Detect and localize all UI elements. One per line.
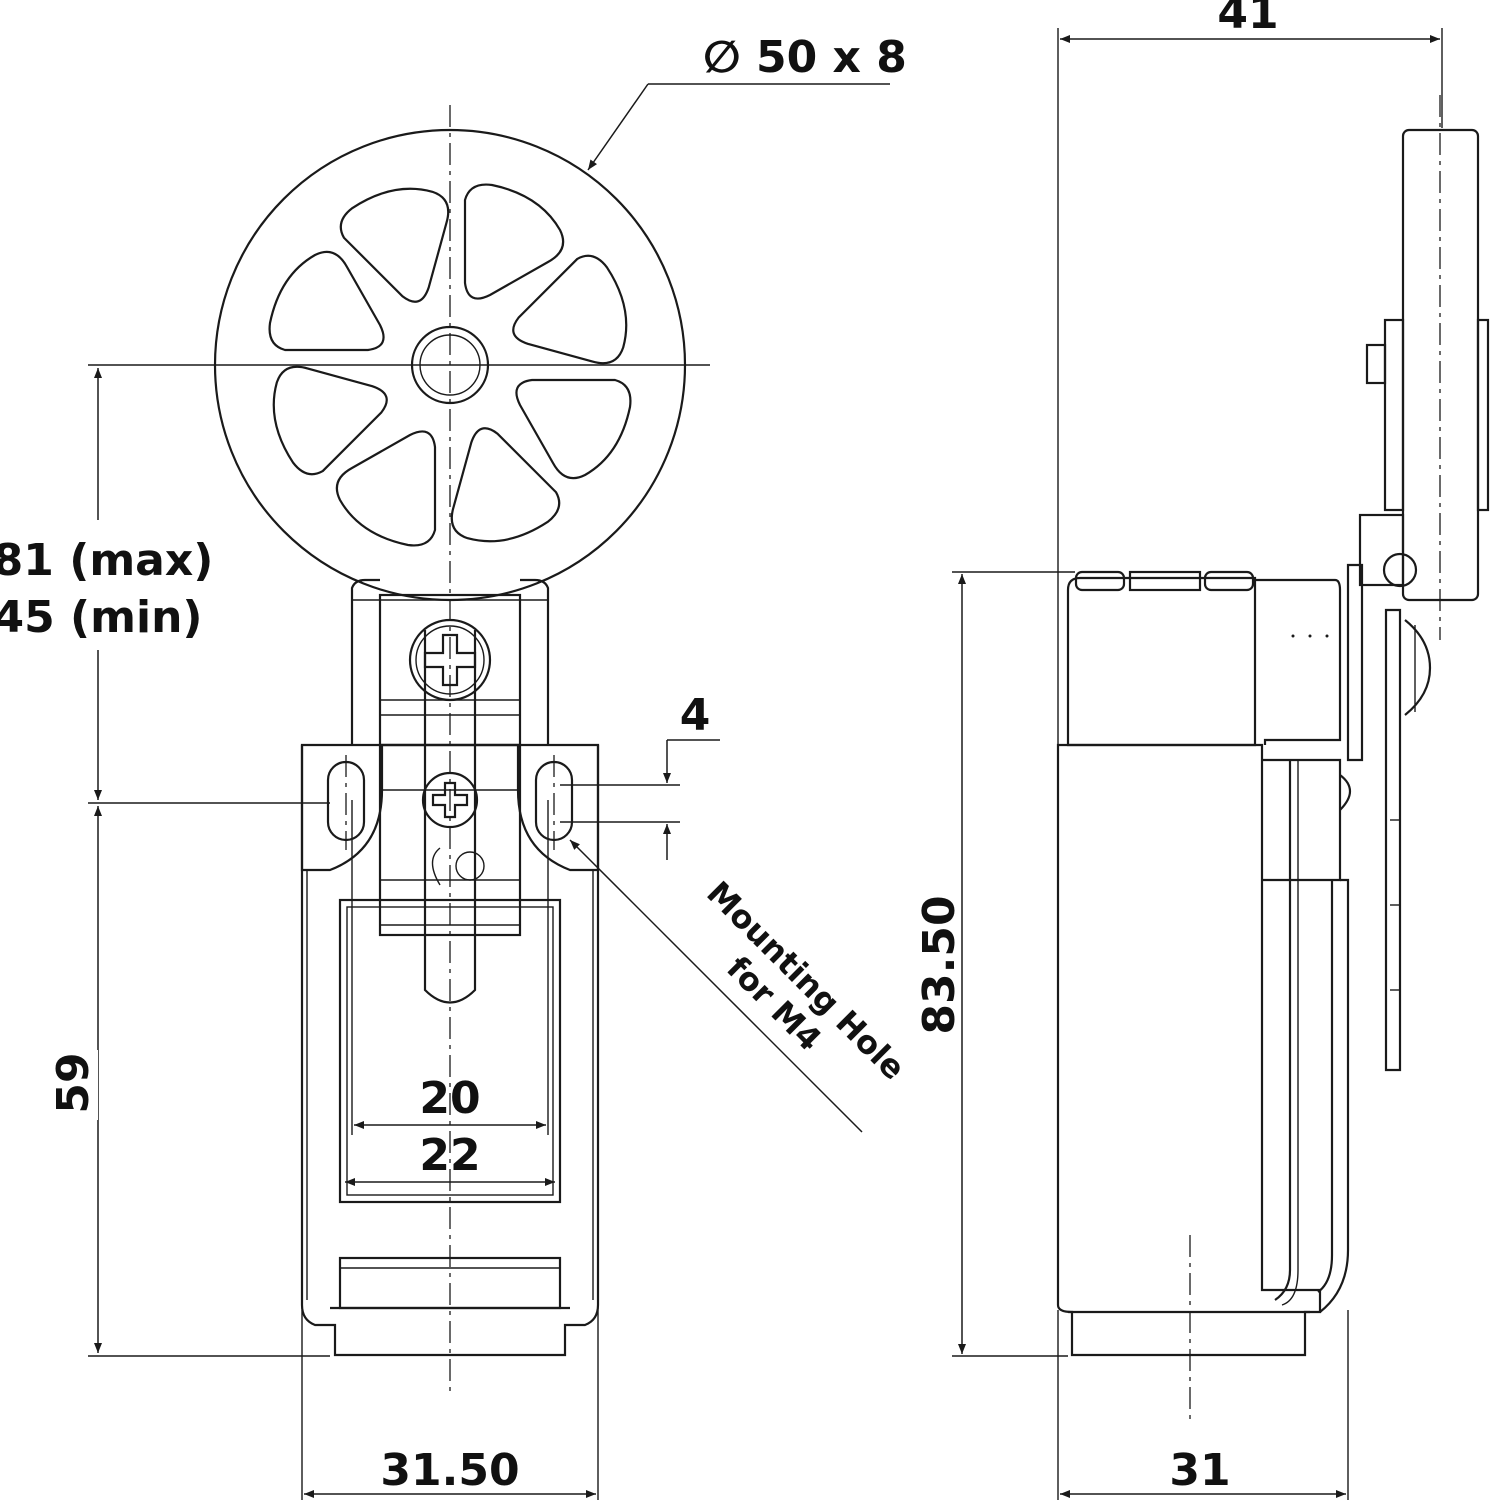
dim-lever-range: 81 (max) 45 (min) — [0, 368, 330, 804]
lever-screw-icon — [408, 618, 492, 702]
ce-mark-icon — [431, 847, 441, 886]
body-screw-icon — [421, 771, 479, 829]
dim-label-20: 20 — [419, 1073, 480, 1124]
dim-label-31: 31 — [1169, 1445, 1230, 1496]
dim-label-22: 22 — [419, 1130, 480, 1181]
dim-label-81-max: 81 (max) — [0, 535, 213, 586]
dim-label-wheel: ∅ 50 x 8 — [703, 32, 907, 83]
dim-inner-22: 22 — [345, 1130, 555, 1186]
dim-label-41: 41 — [1217, 0, 1278, 39]
switch-head-side — [1066, 570, 1342, 747]
dim-body-height: 59 — [48, 806, 330, 1357]
dim-label-31-50: 31.50 — [380, 1445, 519, 1496]
dim-label-4: 4 — [680, 690, 711, 741]
dim-wheel-diameter: ∅ 50 x 8 — [587, 32, 907, 171]
front-view: 81 (max) 45 (min) 59 4 Mounting Hole for… — [0, 32, 913, 1500]
switch-body-side — [1056, 743, 1352, 1420]
wheel-spoke-cutout — [463, 183, 565, 300]
dim-side-depth: 31 — [1057, 1310, 1349, 1500]
mounting-hole-callout: Mounting Hole for M4 — [569, 839, 913, 1133]
roller-wheel-side — [1365, 95, 1490, 640]
dim-body-width: 31.50 — [301, 1310, 599, 1500]
lever-side — [1346, 513, 1432, 1072]
dim-label-83-50: 83.50 — [914, 895, 965, 1034]
dim-overall-depth: 41 — [1057, 0, 1443, 745]
dim-inner-20: 20 — [351, 800, 549, 1135]
dim-total-height: 83.50 — [914, 571, 1075, 1357]
dim-label-59: 59 — [48, 1052, 99, 1113]
label-window — [338, 898, 562, 1204]
side-view: 41 83.50 31 — [914, 0, 1490, 1500]
dim-hole-spacing: 4 — [560, 690, 720, 860]
dim-label-45-min: 45 (min) — [0, 592, 203, 643]
